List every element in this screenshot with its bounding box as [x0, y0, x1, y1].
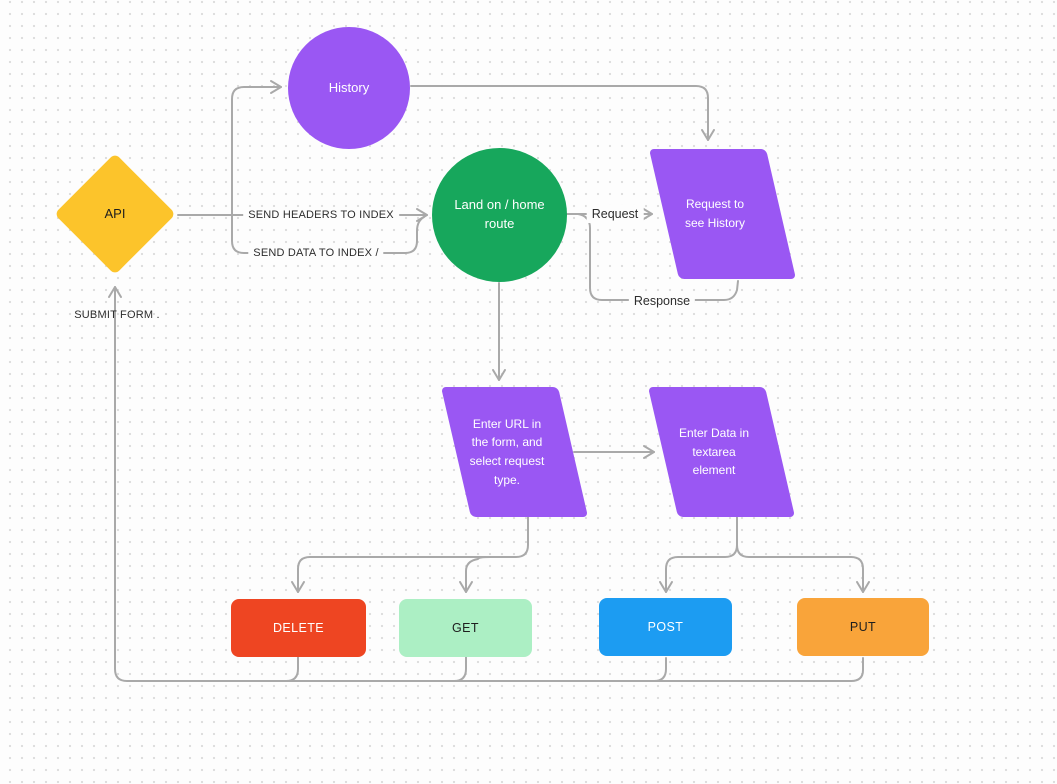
node-history[interactable]: History: [288, 27, 410, 149]
node-api-label: API: [104, 205, 126, 221]
edge-label-response[interactable]: Response: [628, 292, 696, 310]
edge-label-submit-form[interactable]: SUBMIT FORM .: [74, 309, 160, 321]
connector-delete-rail[interactable]: [285, 656, 299, 682]
connector-send-data[interactable]: [231, 214, 425, 254]
node-api[interactable]: API: [54, 153, 176, 275]
node-get-label: GET: [452, 620, 479, 635]
edge-label-send-data[interactable]: SEND DATA TO INDEX /: [248, 245, 384, 261]
edge-label-request[interactable]: Request: [586, 205, 644, 223]
node-enter-url-label: Enter URL in the form, and select reques…: [469, 416, 545, 487]
node-home-route-label: Land on / home route: [454, 197, 545, 231]
node-put-label: PUT: [849, 619, 877, 634]
connector-put-rail[interactable]: [850, 657, 864, 682]
node-get[interactable]: GET: [399, 599, 532, 657]
node-post-label: POST: [647, 619, 684, 634]
node-put[interactable]: PUT: [797, 598, 929, 656]
node-home-route[interactable]: Land on / home route: [432, 148, 567, 282]
node-request-history[interactable]: Request to see History: [649, 149, 797, 279]
connector-get-rail[interactable]: [453, 656, 467, 682]
connector-post-rail[interactable]: [653, 657, 667, 682]
connector-enterurl-delete[interactable]: [291, 516, 529, 593]
node-enter-data[interactable]: Enter Data in textarea element: [648, 387, 796, 517]
node-post[interactable]: POST: [599, 598, 732, 656]
connector-enterdata-post[interactable]: [659, 516, 738, 593]
node-enter-url[interactable]: Enter URL in the form, and select reques…: [441, 387, 589, 517]
connector-history-request-history[interactable]: [410, 85, 715, 141]
node-request-history-label: Request to see History: [684, 197, 746, 230]
connector-enterdata-put[interactable]: [736, 544, 870, 593]
connector-api-history[interactable]: [231, 80, 282, 216]
edge-label-send-headers[interactable]: SEND HEADERS TO INDEX: [243, 207, 399, 223]
node-delete[interactable]: DELETE: [231, 599, 366, 657]
connector-submit-form[interactable]: [108, 286, 852, 682]
node-history-label: History: [328, 79, 370, 95]
connector-enterurl-get[interactable]: [459, 556, 491, 593]
node-enter-data-label: Enter Data in textarea element: [678, 426, 750, 478]
node-delete-label: DELETE: [272, 620, 325, 635]
